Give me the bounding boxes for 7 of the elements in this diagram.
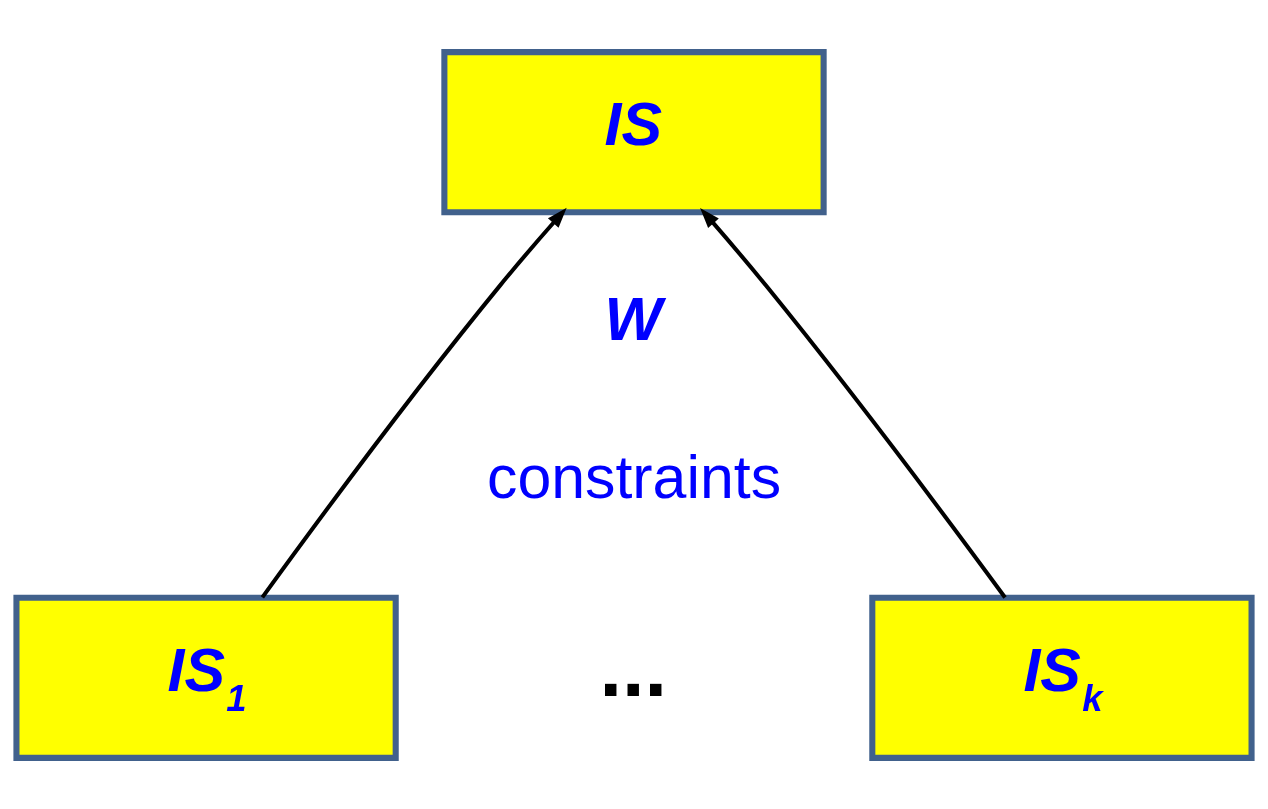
label: constraints xyxy=(486,442,782,511)
node-box: IS xyxy=(441,48,827,215)
arrow xyxy=(700,207,1007,599)
node-box: IS$_{k}$ xyxy=(869,594,1255,761)
arrow xyxy=(260,207,567,598)
node-box: IS$_{1}$ xyxy=(13,594,399,761)
label: ... xyxy=(599,622,668,713)
